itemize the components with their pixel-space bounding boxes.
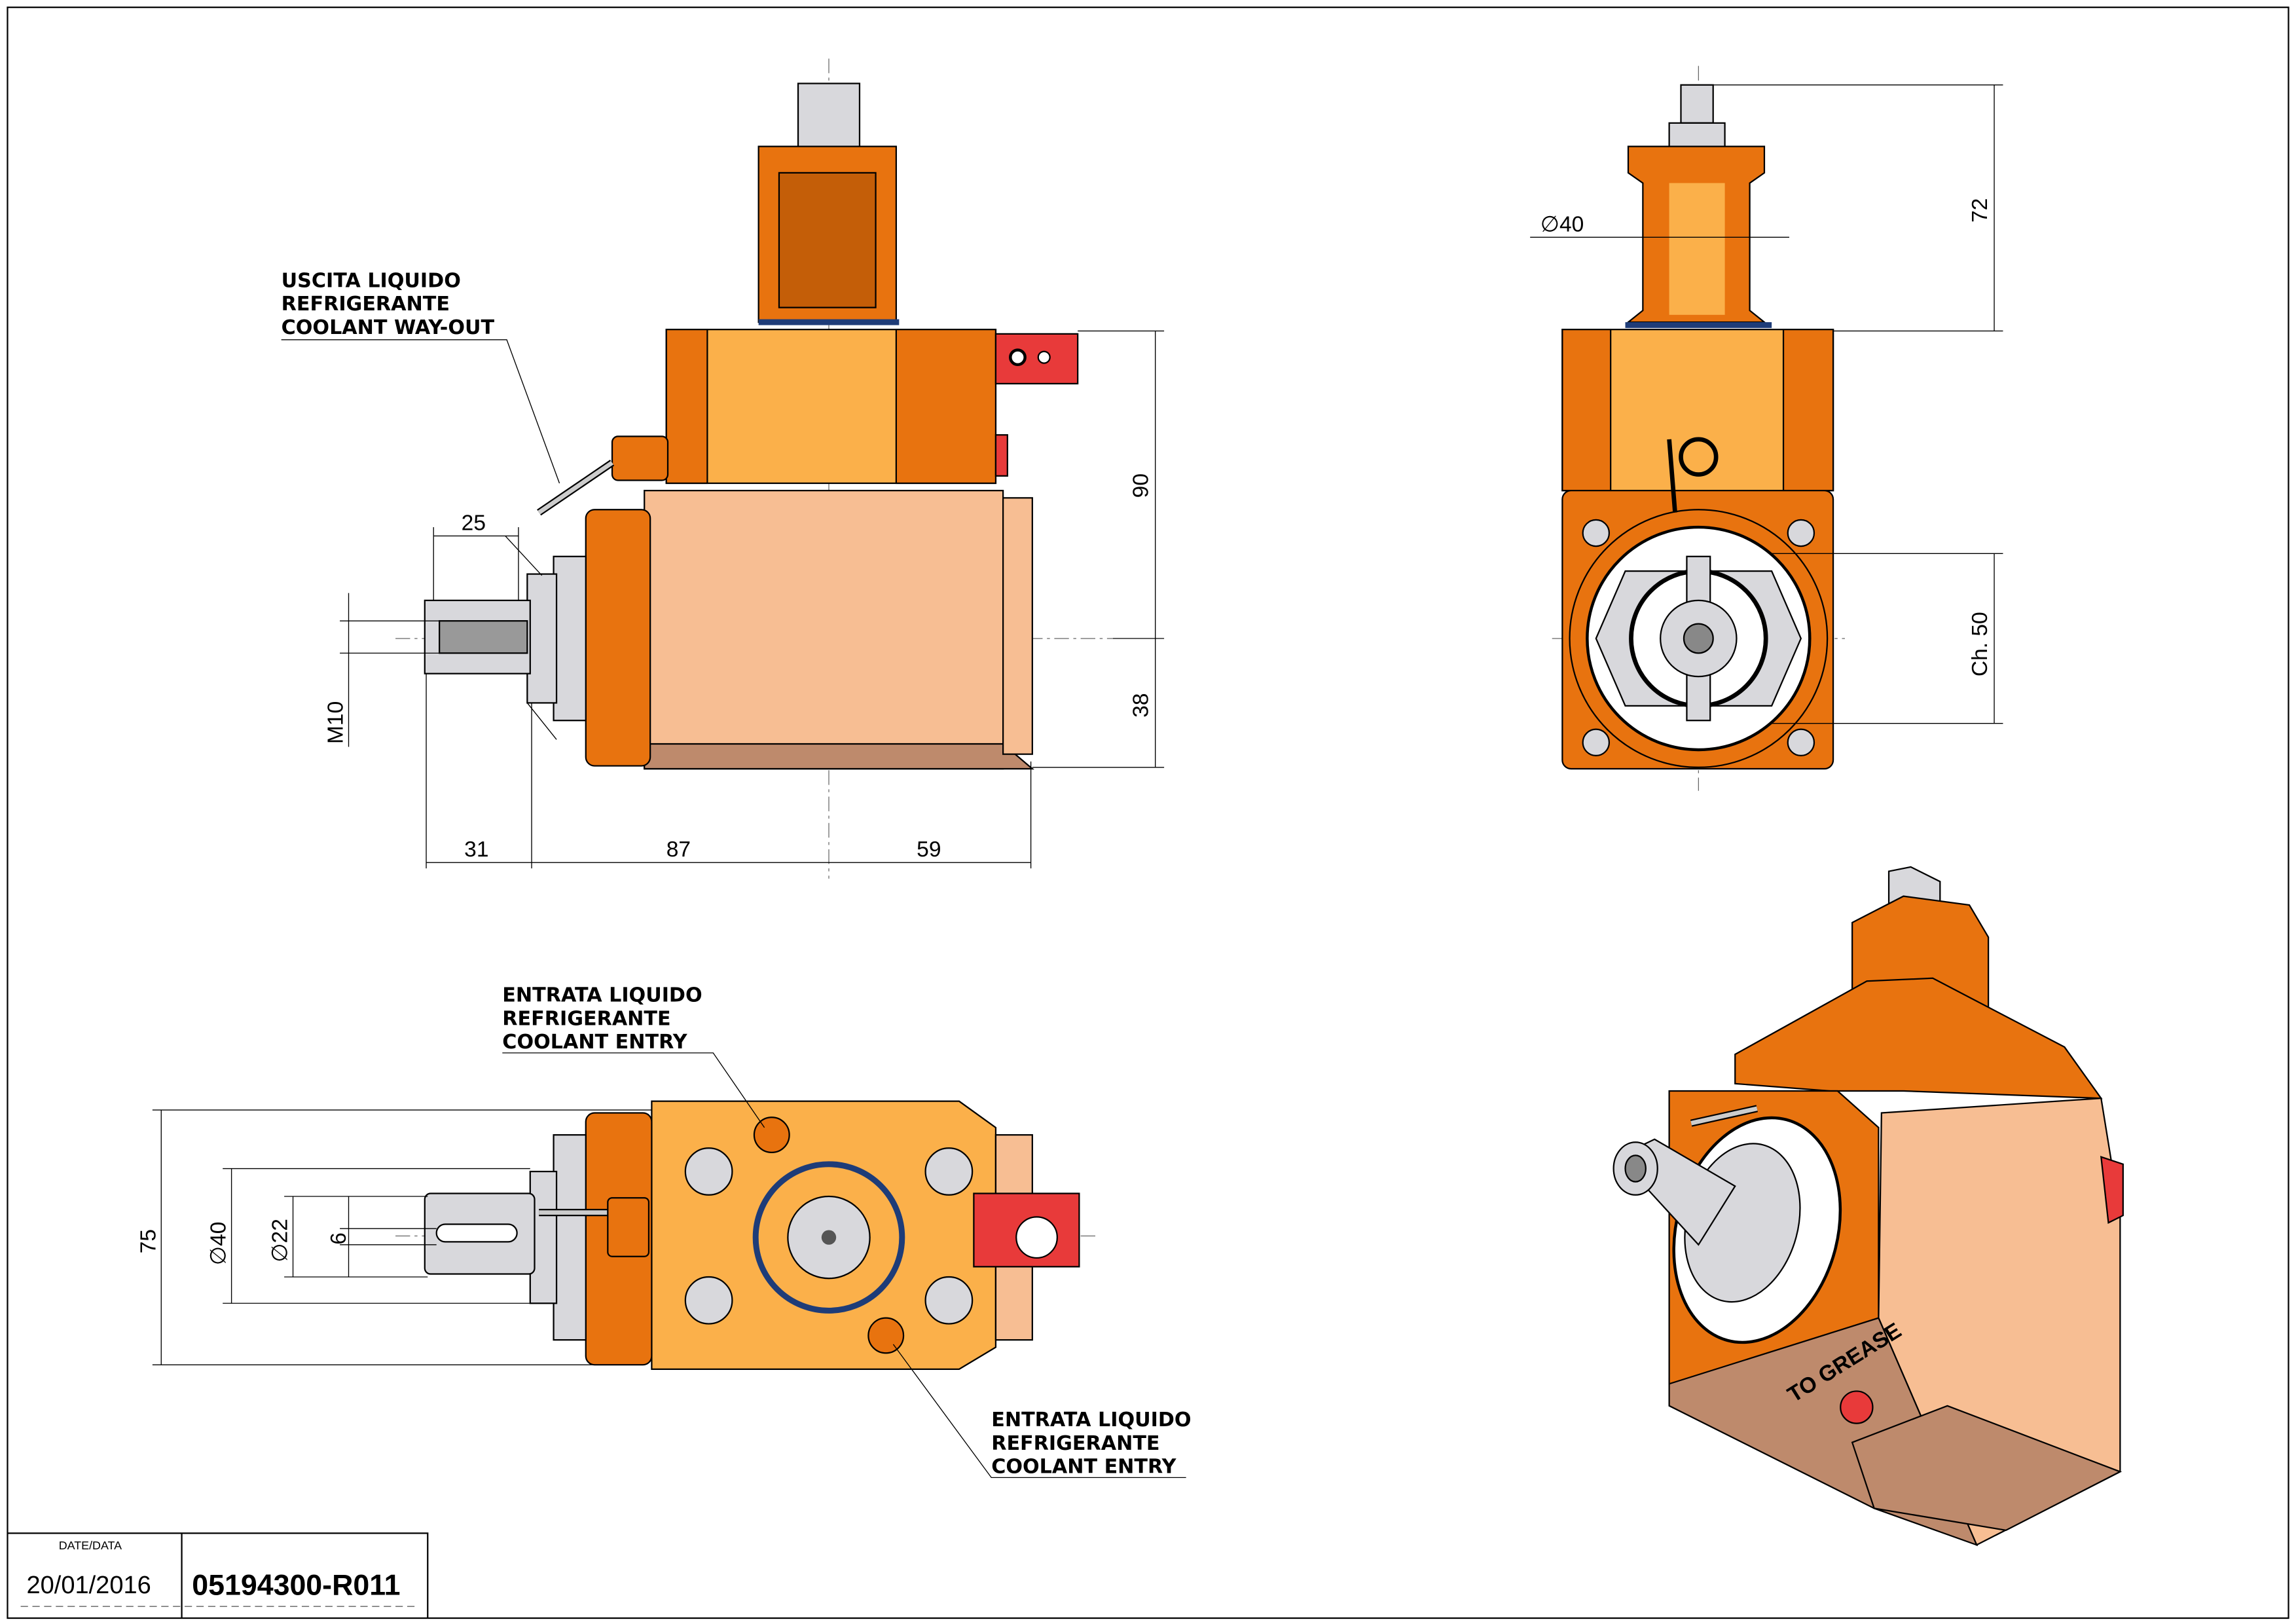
- date-value: 20/01/2016: [27, 1572, 151, 1599]
- drawing-number: 05194300-R011: [192, 1569, 400, 1601]
- front-view-dimensions: 25 M10 31 87 59 90 38: [324, 330, 1165, 869]
- lower-body: [644, 490, 1004, 770]
- coolant-outlet-fitting: [611, 435, 669, 481]
- coolant-way-out-label: USCITA LIQUIDO REFRIGERANTE COOLANT WAY-…: [282, 269, 560, 484]
- label-line: REFRIGERANTE: [282, 293, 450, 316]
- top-view-dimensions: 75 ∅40 ∅22 6: [136, 1109, 652, 1365]
- red-tab: [994, 333, 1079, 385]
- dim-m10: M10: [324, 701, 348, 744]
- dim-87: 87: [666, 838, 691, 862]
- label-line: REFRIGERANTE: [991, 1432, 1159, 1455]
- dim-diameter-22: ∅22: [268, 1219, 293, 1263]
- screws: [684, 1147, 974, 1325]
- diameter-symbol: ∅: [1540, 212, 1559, 236]
- dim-38: 38: [1129, 693, 1154, 717]
- dim-6: 6: [327, 1232, 351, 1245]
- drawing-border: [7, 7, 2289, 1619]
- flange: [585, 509, 651, 767]
- drive-stub: [797, 83, 861, 147]
- dim-31: 31: [464, 838, 488, 862]
- label-line: REFRIGERANTE: [502, 1007, 670, 1030]
- label-line: ENTRATA LIQUIDO: [502, 984, 702, 1007]
- dim-59: 59: [917, 838, 941, 862]
- dim-75: 75: [136, 1229, 160, 1253]
- coolant-entry-label-bottom: ENTRATA LIQUIDO REFRIGERANTE COOLANT ENT…: [892, 1344, 1192, 1479]
- isometric-view: TO GREASE: [1613, 866, 2124, 1547]
- side-view-dimensions: ∅40 72 Ch. 50: [1530, 84, 2003, 724]
- dim-diameter-40: 40: [1559, 212, 1584, 236]
- label-line: COOLANT ENTRY: [502, 1031, 687, 1054]
- svg-text:∅40: ∅40: [1540, 212, 1584, 236]
- dim-25: 25: [462, 511, 486, 536]
- title-block: DATE/DATA 20/01/2016 05194300-R011: [7, 1532, 429, 1619]
- label-line: COOLANT ENTRY: [991, 1456, 1176, 1479]
- label-line: USCITA LIQUIDO: [282, 269, 461, 292]
- side-view: ∅40 72 Ch. 50: [1530, 65, 2003, 791]
- date-label: DATE/DATA: [59, 1539, 122, 1552]
- dim-ch50: Ch. 50: [1968, 612, 1992, 676]
- spindle-thread: [778, 172, 877, 308]
- top-view: ENTRATA LIQUIDO REFRIGERANTE COOLANT ENT…: [136, 984, 1191, 1479]
- mounting-screws: [1582, 519, 1815, 757]
- label-line: ENTRATA LIQUIDO: [991, 1409, 1191, 1431]
- label-line: COOLANT WAY-OUT: [282, 316, 495, 339]
- dim-72: 72: [1968, 198, 1992, 223]
- coolant-port: [867, 1317, 905, 1354]
- dim-90: 90: [1129, 473, 1154, 498]
- front-view: USCITA LIQUIDO REFRIGERANTE COOLANT WAY-…: [282, 58, 1165, 879]
- coolant-port: [753, 1116, 790, 1154]
- coolant-entry-label-top: ENTRATA LIQUIDO REFRIGERANTE COOLANT ENT…: [502, 984, 765, 1128]
- dim-diameter-40: ∅40: [207, 1222, 231, 1266]
